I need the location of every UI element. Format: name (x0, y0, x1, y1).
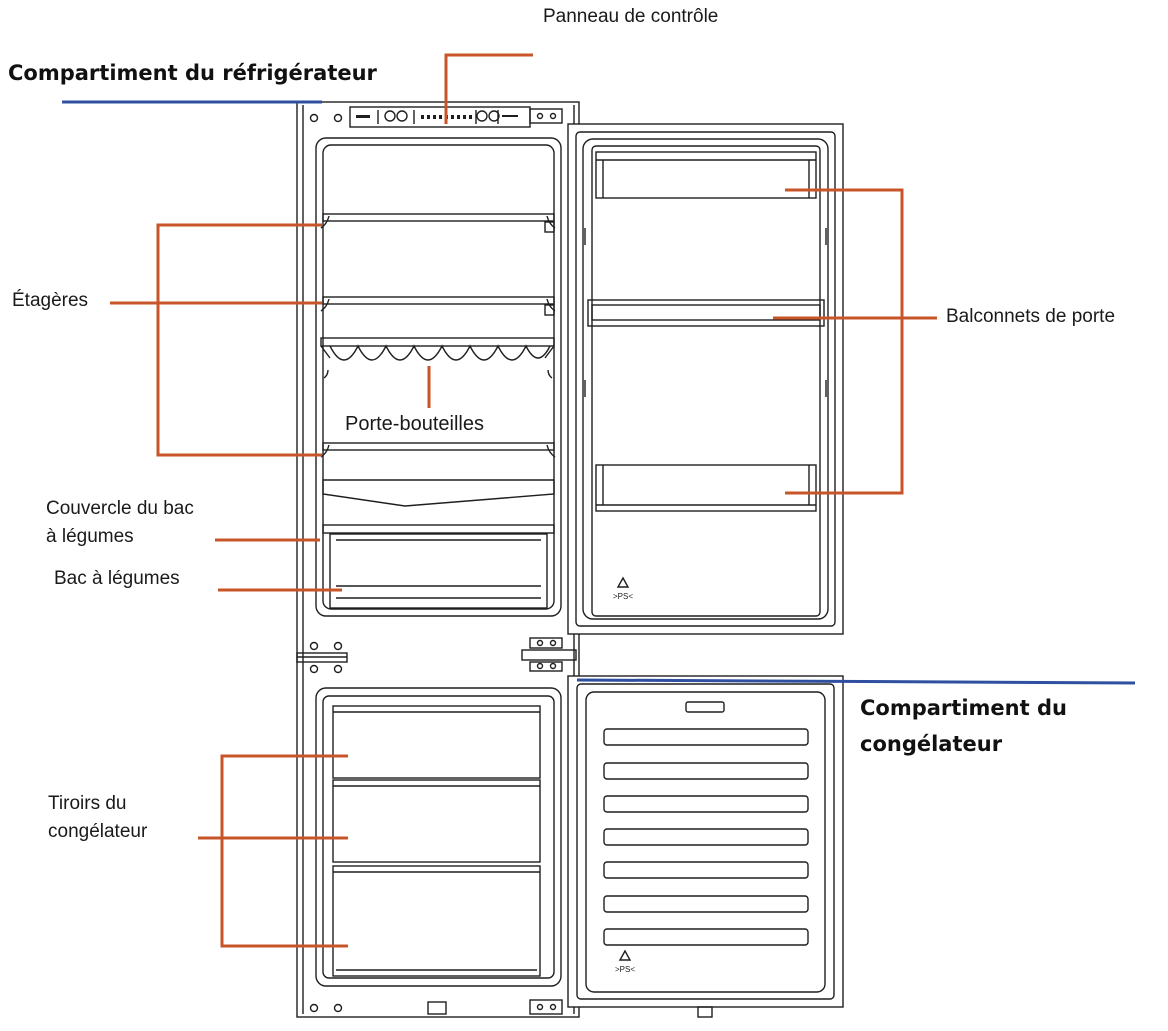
fridge-shelves (320, 213, 556, 458)
leader-balconies-bracket (785, 188, 904, 495)
middle-hinge-right (521, 637, 577, 672)
label-crisper: Bac à légumes (54, 568, 180, 589)
door-balconies (587, 151, 825, 512)
label-fridge-compartment: Compartiment du réfrigérateur (8, 61, 377, 85)
bottle-rack (320, 337, 555, 379)
label-freezer-compartment: Compartiment du congélateur (860, 696, 1067, 756)
freezer-drawers (332, 705, 541, 977)
top-hinge (529, 108, 563, 124)
recycle-mark-freezer (618, 949, 632, 961)
label-shelves: Étagères (12, 290, 89, 311)
fridge-door (567, 123, 844, 635)
cabinet-body (296, 101, 580, 1018)
label-freezer-drawers: Tiroirs du congélateur (48, 793, 148, 842)
bottom-hinge (529, 999, 563, 1015)
recycle-text-fridge: >PS< (613, 592, 633, 601)
crisper-cover (322, 479, 555, 534)
control-panel (349, 106, 531, 128)
crisper-drawer (329, 533, 548, 609)
recycle-text-freezer: >PS< (615, 965, 635, 974)
freezer-door (567, 675, 844, 1018)
leader-control-panel (444, 53, 533, 124)
fridge-liner (315, 137, 562, 617)
freezer-compartment-line (576, 678, 1136, 685)
freezer-door-ridges (603, 728, 809, 946)
leader-drawers-bracket (220, 754, 348, 948)
label-bottle-rack: Porte-bouteilles (345, 413, 484, 435)
label-crisper-cover: Couvercle du bac à légumes (46, 498, 194, 547)
label-door-balconies: Balconnets de porte (946, 306, 1116, 327)
middle-hinge-left (296, 641, 348, 674)
leader-shelves-bracket (156, 223, 322, 457)
recycle-mark-fridge (616, 576, 630, 588)
label-control-panel: Panneau de contrôle (543, 6, 719, 27)
